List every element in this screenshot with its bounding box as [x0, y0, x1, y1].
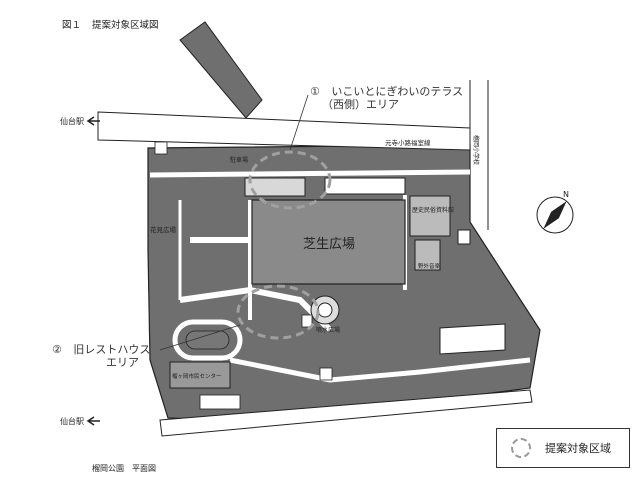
road-label-east: 榴岡小学校: [472, 135, 480, 165]
lawn-label: 芝生広場: [303, 236, 355, 252]
figure-title: 図１ 提案対象区域図: [62, 17, 167, 31]
legend: 提案対象区域: [496, 428, 630, 468]
station-label-top: 仙台駅: [60, 116, 84, 126]
proposal-area-2: [236, 284, 320, 340]
museum-block: [409, 195, 451, 237]
community-center: [169, 361, 231, 389]
parking-label: 駐車場: [230, 156, 248, 164]
south-road: [159, 389, 533, 437]
legend-label: 提案対象区域: [545, 442, 611, 455]
callout-area-1: ① いこいとにぎわいのテラス （西側）エリア: [310, 85, 463, 111]
callout-area-2-number: ②: [52, 343, 62, 356]
plaza-small-label: 野外音楽: [418, 262, 441, 270]
callout-area-2: ② 旧レストハウス エリア: [52, 343, 150, 369]
callout-area-1-number: ①: [310, 85, 320, 98]
lawn-area: [251, 199, 406, 285]
proposal-area-1: [248, 150, 332, 210]
fountain-label: 噴水広場: [316, 326, 340, 334]
figure-title-text: 提案対象区域図: [92, 20, 159, 31]
museum-label: 歴史民俗資料館: [412, 206, 454, 214]
hanami-label: 花見広場: [150, 225, 177, 234]
callout-area-2-line1: 旧レストハウス: [73, 343, 151, 356]
figure-number: 図１: [62, 20, 82, 31]
road-label-north: 元寺小路福室線: [385, 138, 431, 147]
callout-area-1-line1: いこいとにぎわいのテラス: [331, 85, 464, 98]
arrow-left-icon: [86, 116, 100, 126]
north-arrow-icon: N: [536, 190, 574, 234]
north-building-strip: [324, 177, 406, 195]
map-footer: 榴岡公園 平面図: [92, 464, 156, 473]
community-center-label: 榴ヶ岡市民センター: [172, 372, 222, 380]
dashed-circle-icon: [511, 438, 531, 458]
running-track: [172, 319, 243, 361]
arrow-left-icon: [86, 416, 100, 426]
station-label-bottom: 仙台駅: [60, 416, 84, 426]
northwest-parcel: [179, 21, 263, 119]
svg-text:N: N: [563, 190, 569, 199]
callout-area-2-line2: エリア: [106, 356, 139, 369]
callout-area-1-line2: （西側）エリア: [322, 98, 399, 111]
